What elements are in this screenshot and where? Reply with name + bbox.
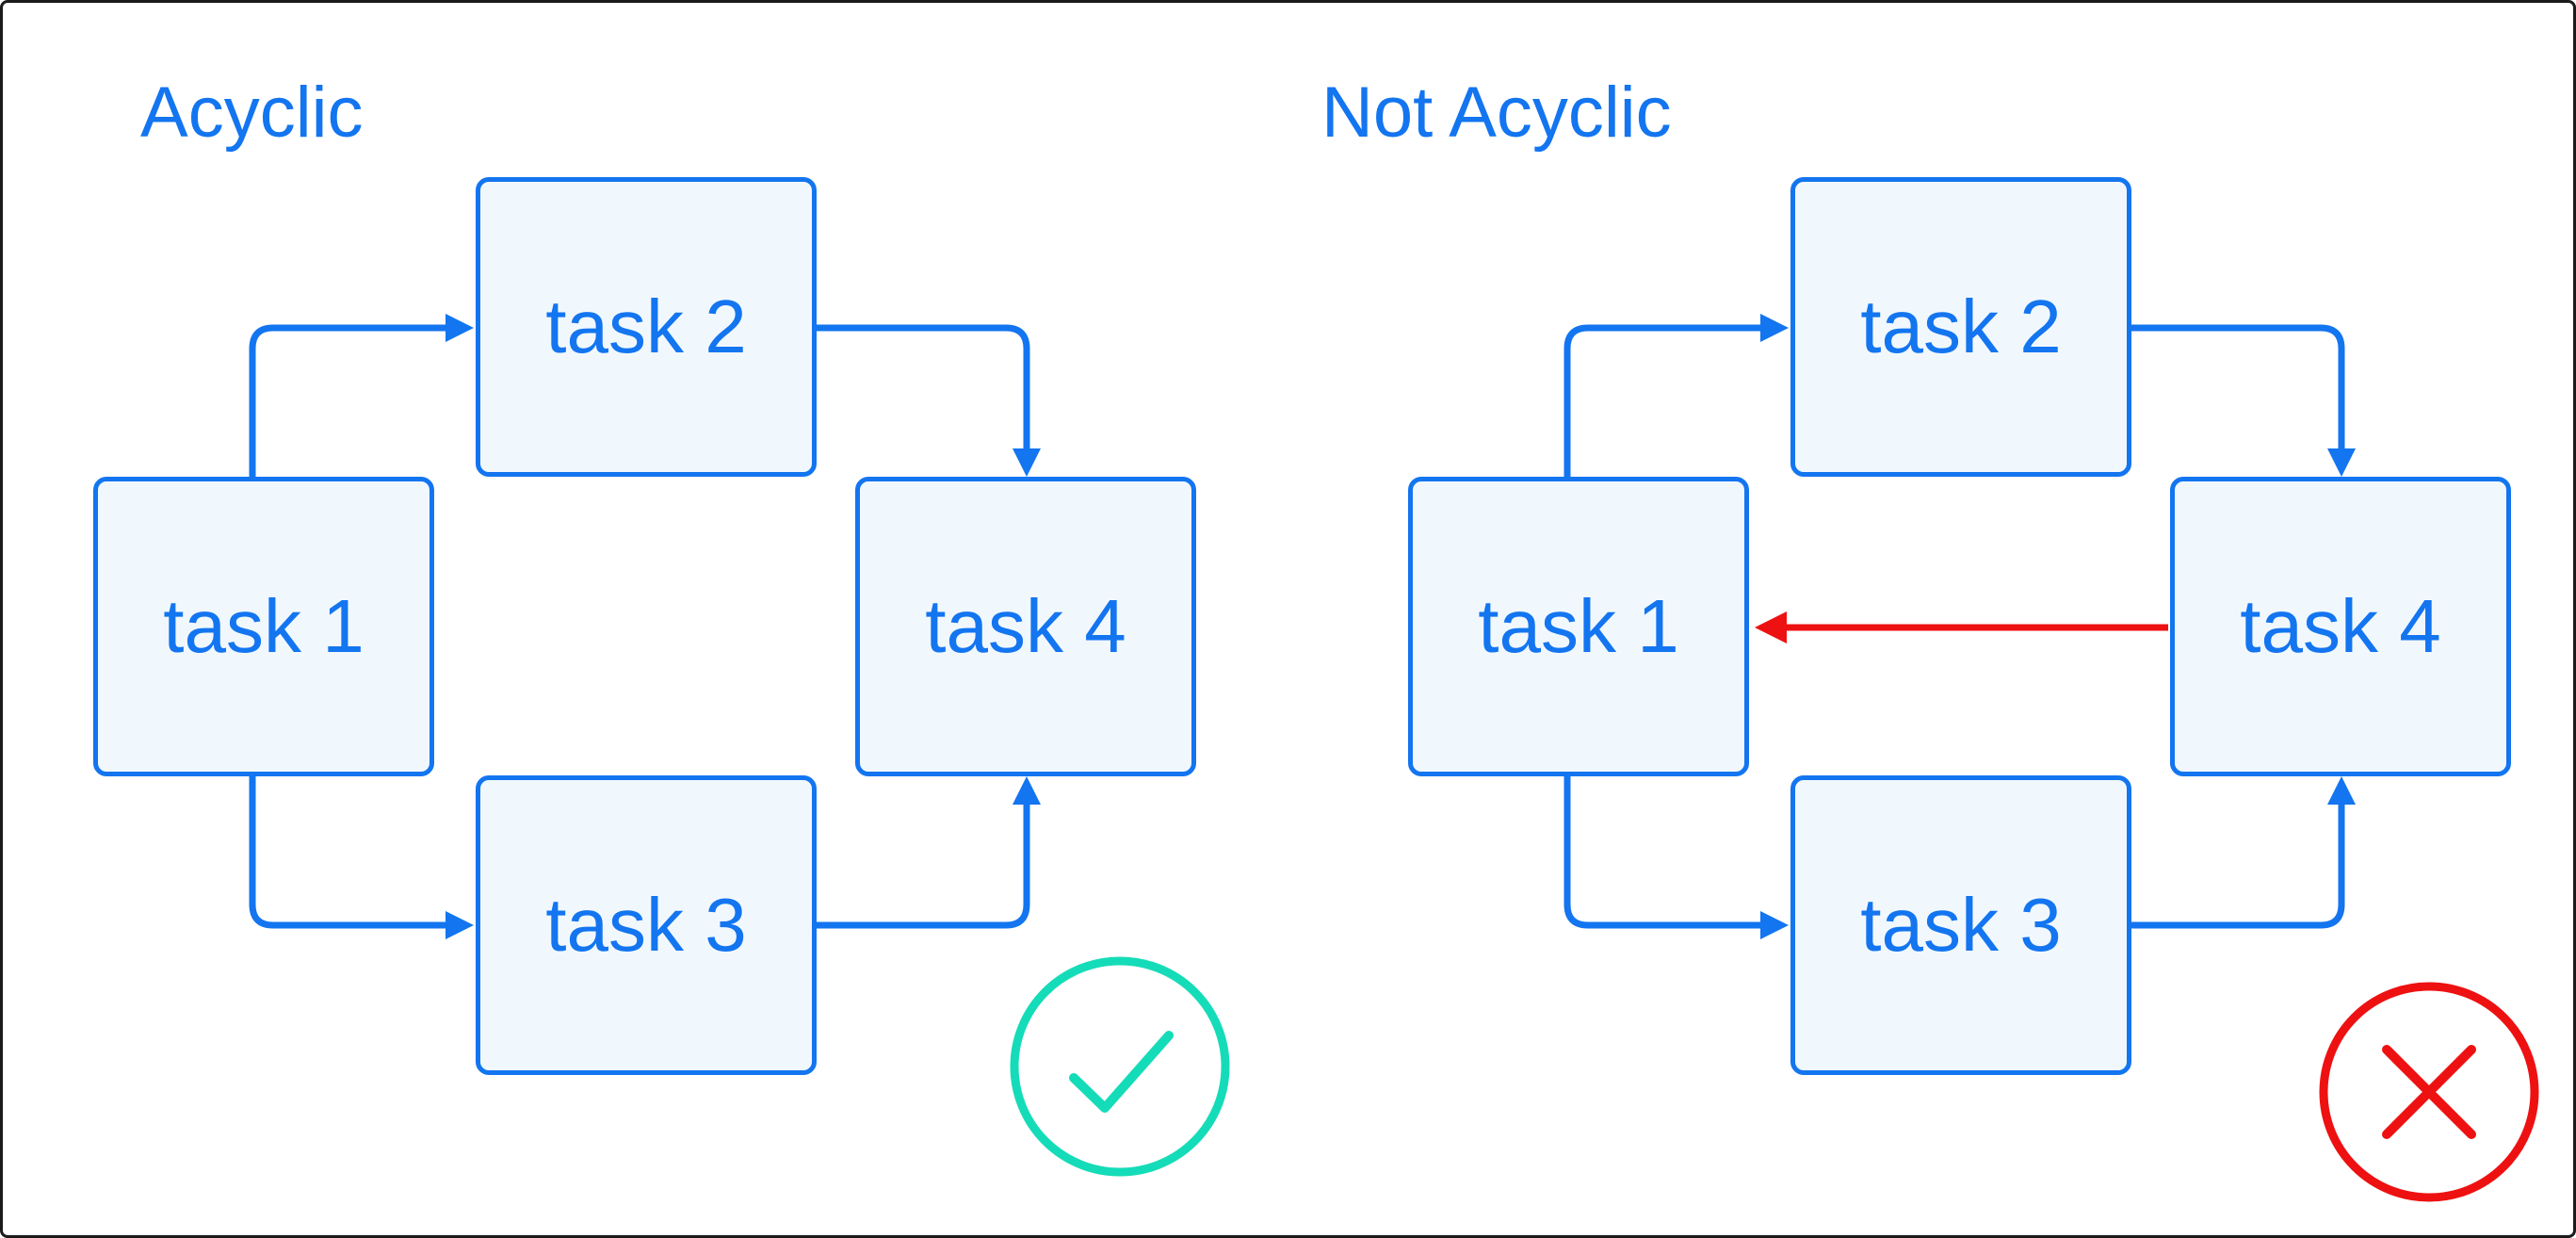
edge-acyclic-task2-task4 bbox=[815, 324, 1041, 477]
node-label: task 4 bbox=[2240, 584, 2441, 668]
x-circle-icon bbox=[2319, 982, 2539, 1202]
edge-notacyclic-task3-task4 bbox=[2130, 776, 2356, 929]
node-label: task 1 bbox=[163, 584, 365, 668]
node-label: task 1 bbox=[1478, 584, 1679, 668]
acyclic-node-task2: task 2 bbox=[476, 177, 817, 477]
node-label: task 2 bbox=[545, 285, 747, 368]
edge-acyclic-task1-task2 bbox=[249, 314, 474, 478]
node-label: task 3 bbox=[1860, 883, 2062, 967]
node-label: task 3 bbox=[545, 883, 747, 967]
check-circle-icon bbox=[1010, 956, 1230, 1177]
notacyclic-node-task1: task 1 bbox=[1408, 477, 1749, 776]
panel-title-acyclic: Acyclic bbox=[140, 73, 364, 153]
edge-acyclic-task1-task3 bbox=[249, 775, 474, 939]
edge-notacyclic-task2-task4 bbox=[2130, 324, 2356, 477]
node-label: task 2 bbox=[1860, 285, 2062, 368]
notacyclic-node-task2: task 2 bbox=[1790, 177, 2131, 477]
edge-notacyclic-task1-task2 bbox=[1563, 314, 1789, 478]
notacyclic-node-task4: task 4 bbox=[2170, 477, 2511, 776]
acyclic-node-task1: task 1 bbox=[93, 477, 434, 776]
edge-notacyclic-task1-task3 bbox=[1563, 775, 1789, 939]
node-label: task 4 bbox=[925, 584, 1126, 668]
notacyclic-node-task3: task 3 bbox=[1790, 775, 2131, 1075]
edge-acyclic-task3-task4 bbox=[815, 776, 1041, 929]
panel-title-not-acyclic: Not Acyclic bbox=[1321, 73, 1672, 153]
acyclic-node-task4: task 4 bbox=[855, 477, 1196, 776]
acyclic-node-task3: task 3 bbox=[476, 775, 817, 1075]
